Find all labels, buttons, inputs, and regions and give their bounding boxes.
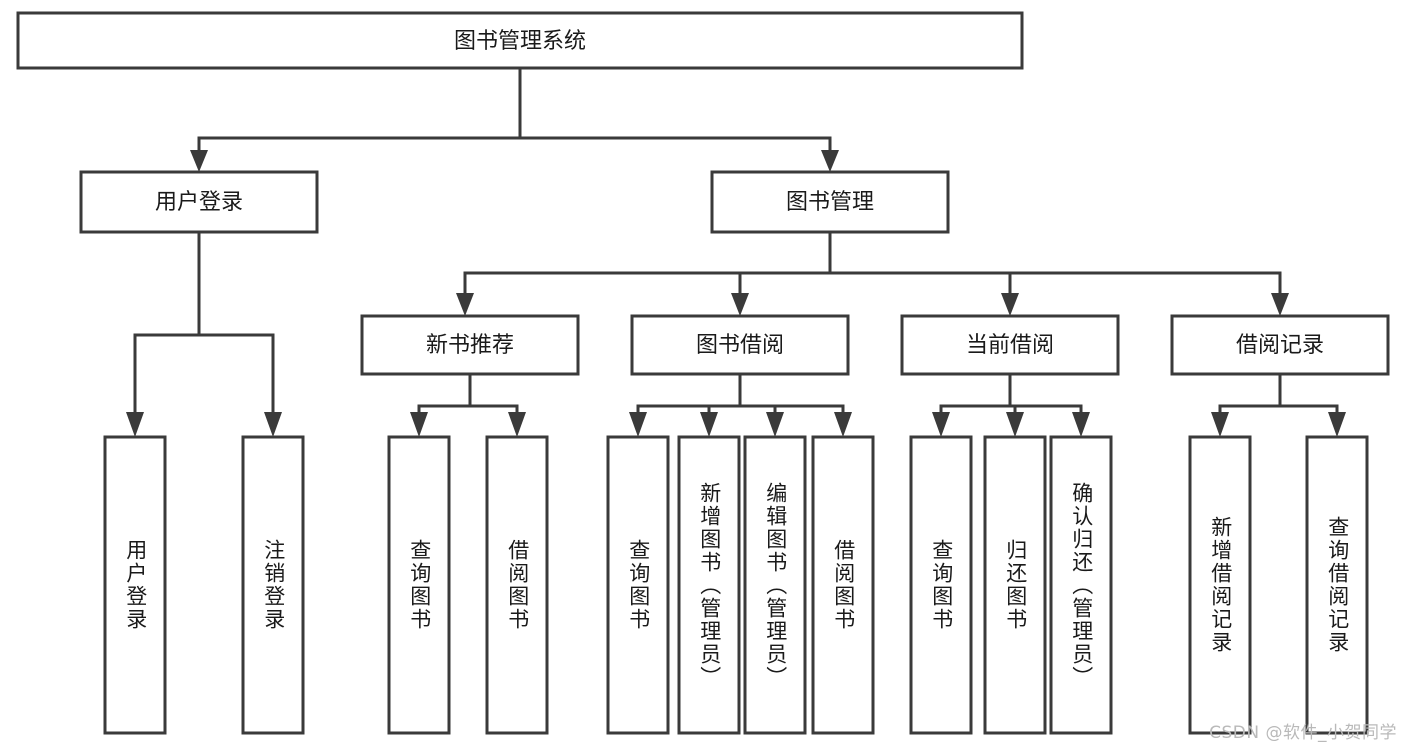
node-borrow-record-label: 借阅记录 [1236,333,1324,358]
node-new-book-rec[interactable] [360,314,580,376]
node-leaf-edit-book[interactable] [743,435,807,735]
node-user-login-label: 用户登录 [155,190,243,215]
arrow-head-book-borrow [731,293,749,316]
arrow-head-new-book-rec [456,293,474,316]
arrow-head-leaf-borrow-book-2 [834,412,852,437]
arrow-head-leaf-add-book [700,412,718,437]
node-leaf-borrow-book-1[interactable] [485,435,549,735]
node-book-manage-label: 图书管理 [786,190,874,215]
arrow-head-leaf-query-book-3 [932,412,950,437]
node-root-label: 图书管理系统 [454,29,586,54]
arrow-head-leaf-query-book-2 [629,412,647,437]
node-layer: 图书管理系统 用户登录 图书管理 新书推荐 图书借阅 当前借阅 借阅记录 [16,11,1390,735]
arrow-head-leaf-user-login [126,412,144,437]
arrow-head-leaf-confirm-return [1072,412,1090,437]
arrow-head-leaf-borrow-book-1 [508,412,526,437]
arrow-head-borrow-record [1271,293,1289,316]
watermark-text: CSDN @软件_小贺同学 [1209,723,1397,743]
node-leaf-confirm-return[interactable] [1049,435,1113,735]
node-leaf-add-record[interactable] [1188,435,1252,735]
node-leaf-return-book[interactable] [983,435,1047,735]
node-leaf-logout[interactable] [241,435,305,735]
node-leaf-query-book-3[interactable] [909,435,973,735]
node-leaf-add-book[interactable] [677,435,741,735]
node-user-login[interactable] [79,170,319,234]
arrow-head-book-manage [821,150,839,172]
arrow-head-leaf-edit-book [766,412,784,437]
arrow-head-leaf-logout [264,412,282,437]
connector-layer [126,66,1346,437]
node-leaf-borrow-book-2[interactable] [811,435,875,735]
arrow-head-leaf-query-book-1 [410,412,428,437]
node-current-borrow[interactable] [900,314,1120,376]
arrow-head-user-login [190,150,208,172]
node-leaf-query-book-2[interactable] [606,435,670,735]
node-book-manage[interactable] [710,170,950,234]
node-leaf-query-book-1[interactable] [387,435,451,735]
node-new-book-rec-label: 新书推荐 [426,333,514,358]
arrow-head-current-borrow [1001,293,1019,316]
node-book-borrow-label: 图书借阅 [696,333,784,358]
node-book-borrow[interactable] [630,314,850,376]
arrow-head-leaf-add-record [1211,412,1229,437]
node-root[interactable] [16,11,1024,70]
node-leaf-user-login[interactable] [103,435,167,735]
node-borrow-record[interactable] [1170,314,1390,376]
arrow-head-leaf-return-book [1006,412,1024,437]
node-current-borrow-label: 当前借阅 [966,333,1054,358]
arrow-head-leaf-query-record [1328,412,1346,437]
node-leaf-query-record[interactable] [1305,435,1369,735]
